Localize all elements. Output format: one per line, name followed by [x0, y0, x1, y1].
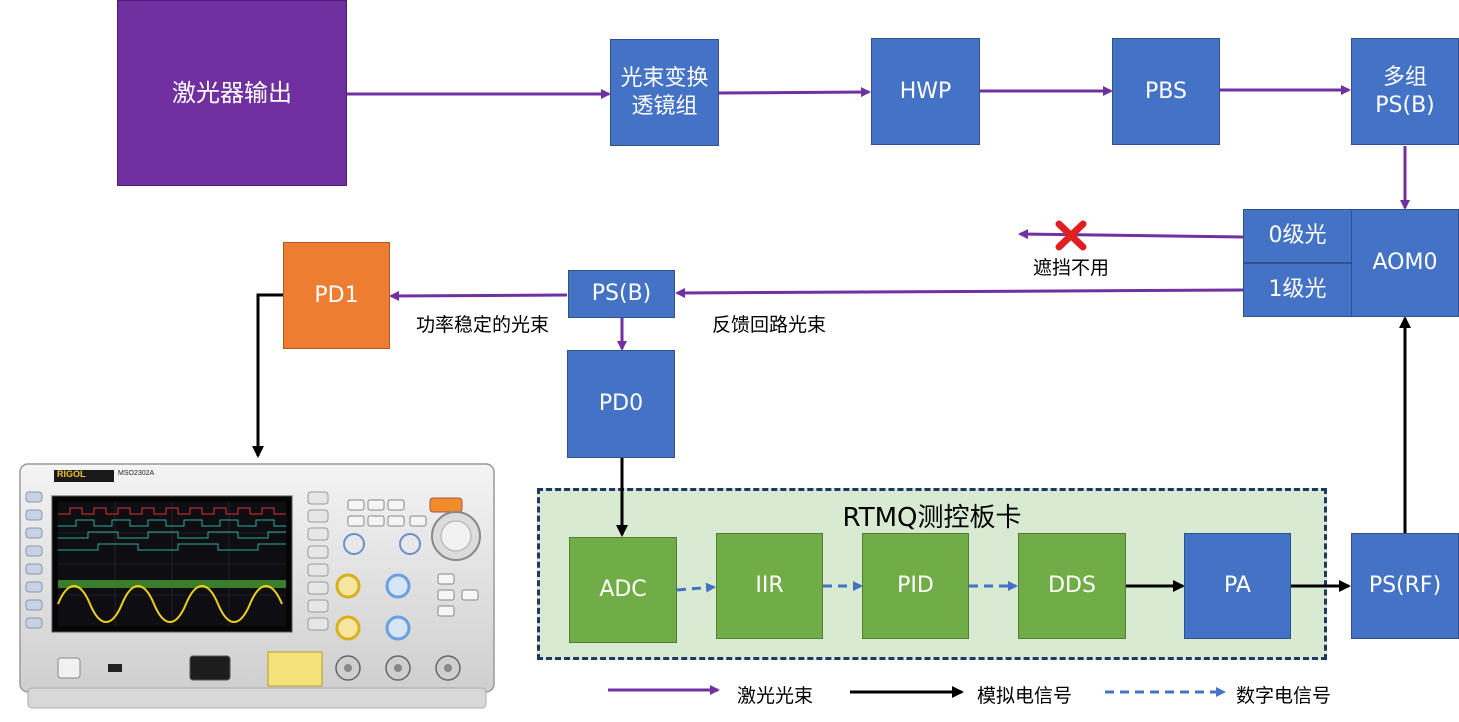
pd0-box: PD0 [567, 350, 675, 458]
adc-box: ADC [569, 537, 677, 643]
ps-b-box: PS(B) [568, 270, 675, 318]
iir-label: IIR [755, 573, 784, 599]
scope-brand-label: RIGOL [57, 469, 86, 479]
beam-lens-to-hwp [717, 87, 871, 98]
order1-box: 1级光 [1243, 263, 1352, 317]
multi-ps-label-1: 多组 [1382, 65, 1427, 90]
legend-analog-label: 模拟电信号 [977, 685, 1073, 707]
oscilloscope-image: RIGOL MSO2302A [18, 462, 496, 712]
beam-order1-to-psb [675, 287, 1244, 298]
scope-model-label: MSO2302A [118, 470, 155, 477]
stable-beam-label: 功率稳定的光束 [416, 314, 550, 336]
order0-label: 0级光 [1268, 223, 1327, 249]
multi-ps-box: 多组 PS(B) [1351, 38, 1459, 145]
blocked-label: 遮挡不用 [1033, 257, 1110, 279]
pa-label: PA [1224, 573, 1251, 599]
analog-pd1-to-scope [252, 293, 283, 458]
order1-label: 1级光 [1268, 277, 1327, 303]
laser-output-box: 激光器输出 [117, 0, 347, 186]
pa-box: PA [1184, 533, 1291, 639]
laser-output-label: 激光器输出 [172, 79, 292, 107]
beam-lens-label: 光束变换透镜组 [620, 66, 709, 119]
iir-box: IIR [716, 533, 823, 639]
pd0-label: PD0 [598, 391, 644, 417]
order0-box: 0级光 [1243, 209, 1352, 263]
pid-box: PID [862, 533, 969, 639]
multi-ps-label-2: PS(B) [1375, 92, 1435, 118]
dds-label: DDS [1048, 573, 1096, 599]
legend-digital-label: 数字电信号 [1236, 685, 1332, 707]
feedback-beam-label: 反馈回路光束 [712, 314, 827, 336]
digital-adc-to-iir [676, 582, 716, 593]
hwp-label: HWP [899, 78, 952, 104]
beam-order0-blocked [1018, 229, 1244, 240]
adc-label: ADC [599, 577, 647, 603]
ps-rf-label: PS(RF) [1368, 573, 1442, 599]
hwp-box: HWP [871, 38, 980, 145]
beam-psb-to-pd1 [389, 290, 568, 301]
rtmq-board-title: RTMQ测控板卡 [842, 503, 1022, 533]
blocked-x-icon [1055, 220, 1087, 251]
ps-rf-box: PS(RF) [1351, 533, 1459, 639]
pbs-label: PBS [1145, 78, 1187, 104]
dds-box: DDS [1018, 533, 1126, 639]
pid-label: PID [897, 573, 934, 599]
pd1-box: PD1 [283, 242, 390, 349]
aom0-label: AOM0 [1372, 250, 1438, 276]
aom0-box: AOM0 [1351, 209, 1459, 317]
ps-b-label: PS(B) [591, 281, 652, 307]
pd1-label: PD1 [314, 282, 359, 308]
pbs-box: PBS [1112, 38, 1220, 145]
beam-lens-box: 光束变换透镜组 [610, 39, 719, 146]
legend-laser-label: 激光光束 [737, 685, 814, 707]
